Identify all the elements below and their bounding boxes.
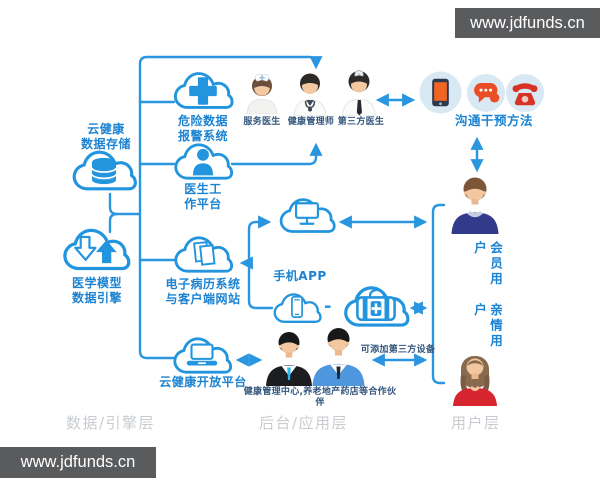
medkit-cloud-icon [342, 283, 410, 331]
data-engine-layer-label: 数据/引擎层 [66, 414, 156, 432]
family-user-label: 亲情用户 [472, 303, 503, 350]
member-user-icon [449, 174, 501, 234]
user-layer-label: 用户层 [451, 414, 501, 432]
sync-cloud-icon [60, 226, 132, 274]
cloud-storage-label: 云健康 数据存储 [80, 122, 131, 151]
partners-label: 健康管理中心,养老地产药店等合作伙伴 [243, 387, 397, 408]
communication-methods-label: 沟通干预方法 [454, 113, 533, 128]
model-engine-label: 医学模型 数据引擎 [71, 276, 122, 305]
member-user-label: 会员用户 [472, 241, 503, 288]
smartphone-icon [418, 70, 463, 115]
alarm-cloud-icon [172, 68, 234, 114]
alarm-system-label: 危险数据 报警系统 [177, 114, 228, 143]
telephone-icon [505, 73, 545, 113]
backend-app-layer-label: 后台/应用层 [259, 414, 349, 432]
family-user-icon [449, 349, 501, 406]
monitor-cloud-icon [276, 196, 338, 236]
documents-cloud-icon [172, 234, 234, 276]
database-cloud-icon [68, 148, 140, 194]
separator-dash: - [324, 296, 332, 317]
phone-cloud-icon [272, 286, 322, 331]
open-platform-label: 云健康开放平台 [159, 375, 247, 389]
partner-businessman-black-icon [264, 329, 314, 386]
service-doctor-icon [244, 72, 280, 114]
third-party-doctor-label: 第三方医生 [337, 117, 385, 127]
service-doctor-label: 服务医生 [243, 117, 281, 127]
watermark-bottom-left: www.jdfunds.cn [0, 447, 156, 478]
chat-bubbles-icon [466, 73, 506, 113]
third-party-device-label: 可添加第三方设备 [360, 345, 436, 355]
third-party-doctor-icon [338, 68, 380, 116]
health-manager-label: 健康管理师 [287, 117, 335, 127]
laptop-cloud-icon [170, 335, 234, 377]
health-manager-icon [290, 70, 330, 116]
partner-businessman-blue-icon [310, 325, 367, 386]
mobile-app-label: 手机APP [273, 269, 327, 283]
watermark-top-right: www.jdfunds.cn [455, 8, 600, 38]
doctor-cloud-icon [172, 141, 234, 183]
doctor-platform-label: 医生工 作平台 [184, 182, 222, 211]
emr-system-label: 电子病历系统 与客户端网站 [165, 277, 241, 306]
